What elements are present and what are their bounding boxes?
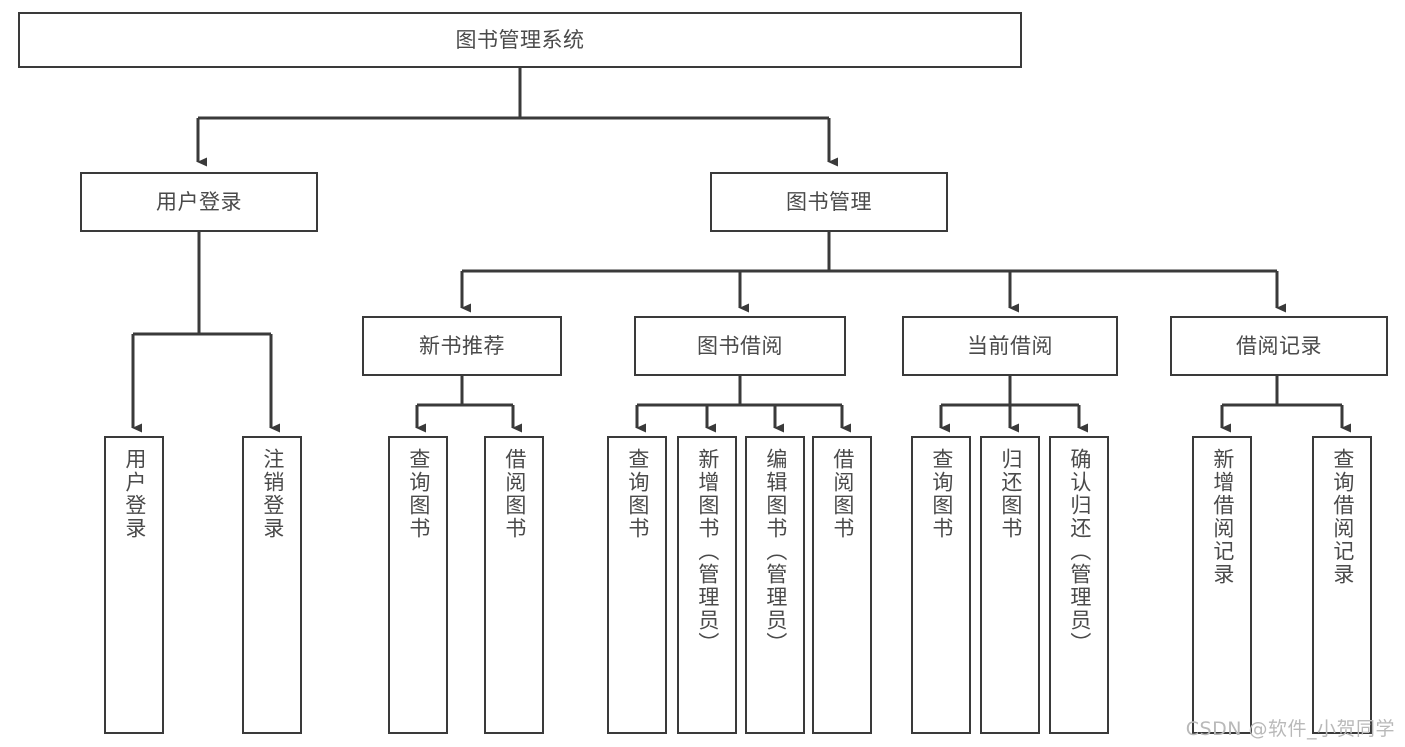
node-label: 编辑图书（管理员） <box>763 448 788 655</box>
leaf-add-record[interactable]: 新增借阅记录 <box>1192 436 1252 734</box>
node-label: 当前借阅 <box>967 333 1053 358</box>
node-label: 用户登录 <box>122 448 147 540</box>
node-label: 查询图书 <box>406 448 431 540</box>
node-label: 图书管理 <box>786 189 872 214</box>
leaf-return-book[interactable]: 归还图书 <box>980 436 1040 734</box>
node-root-system[interactable]: 图书管理系统 <box>18 12 1022 68</box>
node-label: 查询图书 <box>625 448 650 540</box>
node-label: 新书推荐 <box>419 333 505 358</box>
node-borrow-record[interactable]: 借阅记录 <box>1170 316 1388 376</box>
watermark-text: CSDN @软件_小贺同学 <box>1185 718 1395 740</box>
node-label: 借阅图书 <box>830 448 855 540</box>
leaf-borrow-book-2[interactable]: 借阅图书 <box>812 436 872 734</box>
node-label: 新增图书（管理员） <box>695 448 720 655</box>
node-label: 查询借阅记录 <box>1330 448 1355 586</box>
leaf-query-book-1[interactable]: 查询图书 <box>388 436 448 734</box>
node-current-borrow[interactable]: 当前借阅 <box>902 316 1118 376</box>
leaf-logout-login[interactable]: 注销登录 <box>242 436 302 734</box>
node-label: 借阅记录 <box>1236 333 1322 358</box>
node-label: 注销登录 <box>260 448 285 540</box>
leaf-query-book-2[interactable]: 查询图书 <box>607 436 667 734</box>
node-book-borrow[interactable]: 图书借阅 <box>634 316 846 376</box>
node-book-manage[interactable]: 图书管理 <box>710 172 948 232</box>
leaf-query-record[interactable]: 查询借阅记录 <box>1312 436 1372 734</box>
node-label: 查询图书 <box>929 448 954 540</box>
leaf-edit-book[interactable]: 编辑图书（管理员） <box>745 436 805 734</box>
node-label: 图书管理系统 <box>455 27 585 52</box>
leaf-user-login[interactable]: 用户登录 <box>104 436 164 734</box>
node-label: 确认归还（管理员） <box>1067 448 1092 655</box>
leaf-borrow-book-1[interactable]: 借阅图书 <box>484 436 544 734</box>
node-label: 图书借阅 <box>697 333 783 358</box>
node-label: 借阅图书 <box>502 448 527 540</box>
leaf-confirm-return[interactable]: 确认归还（管理员） <box>1049 436 1109 734</box>
node-user-login[interactable]: 用户登录 <box>80 172 318 232</box>
node-label: 用户登录 <box>156 189 242 214</box>
leaf-add-book[interactable]: 新增图书（管理员） <box>677 436 737 734</box>
leaf-query-book-3[interactable]: 查询图书 <box>911 436 971 734</box>
node-label: 归还图书 <box>998 448 1023 540</box>
node-label: 新增借阅记录 <box>1210 448 1235 586</box>
node-new-book-recommend[interactable]: 新书推荐 <box>362 316 562 376</box>
